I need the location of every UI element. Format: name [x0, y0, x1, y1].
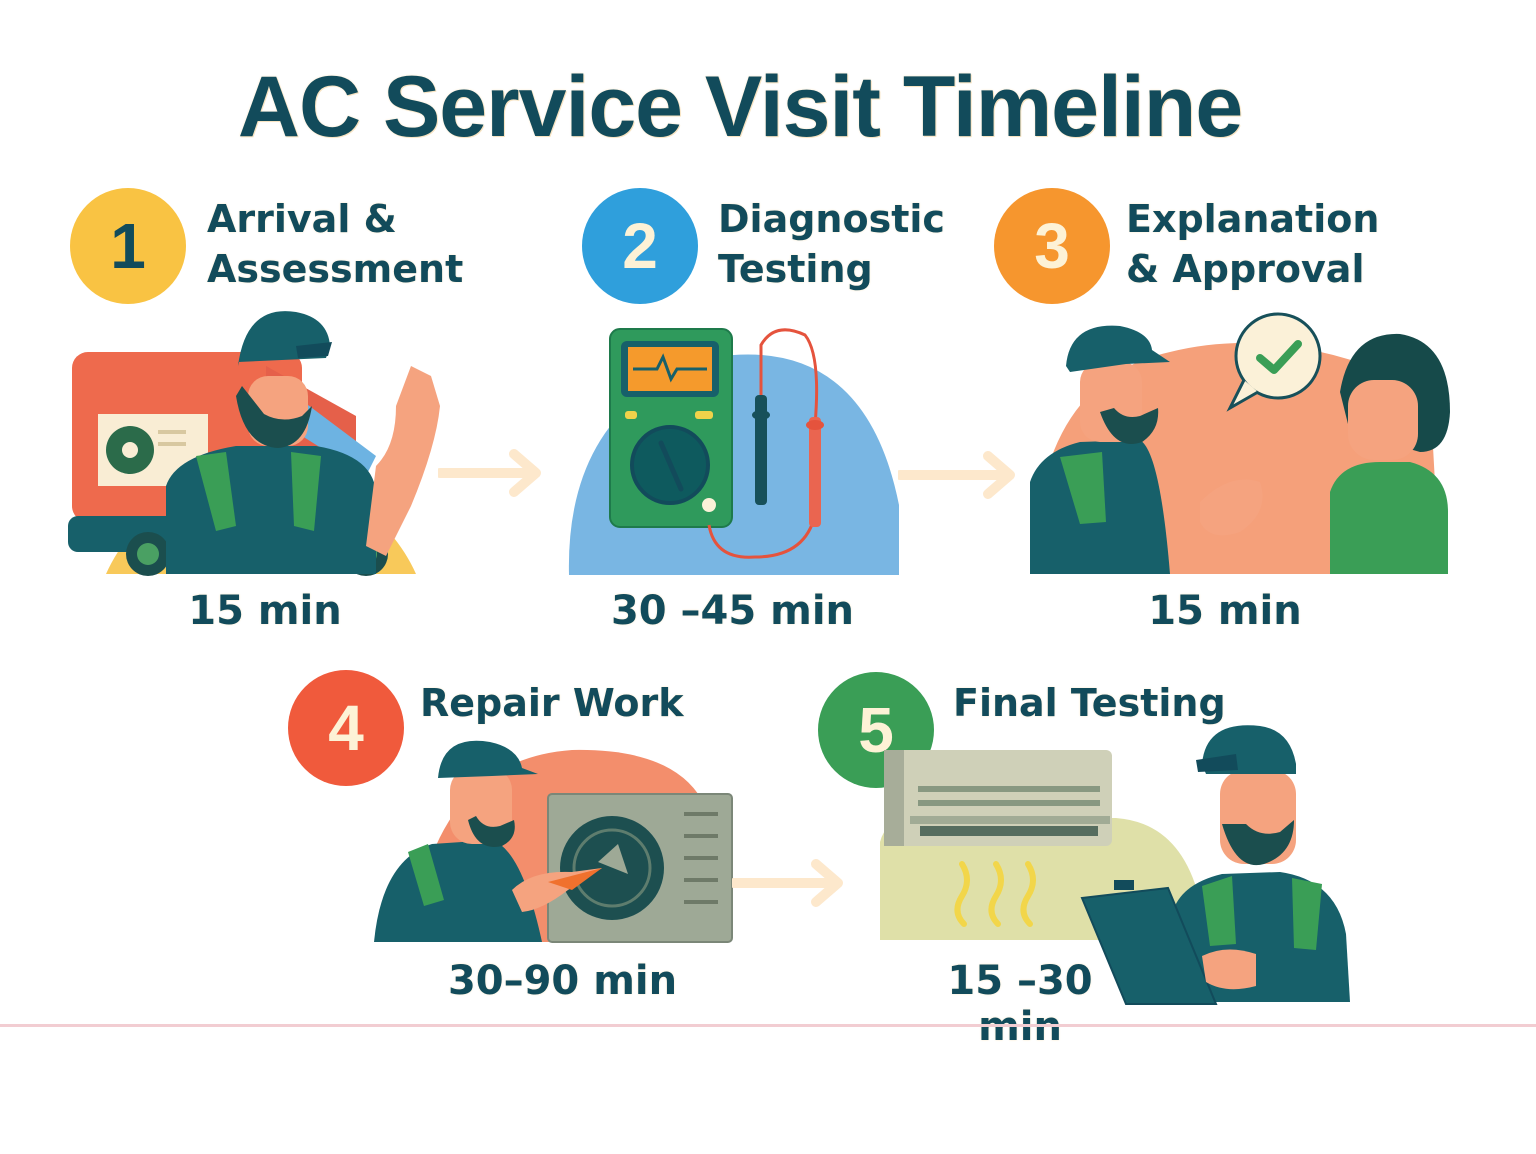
step-duration: 30 –45 min: [610, 588, 855, 634]
step-title: Repair Work: [420, 681, 684, 725]
technician-customer-illustration: [1030, 312, 1450, 574]
step-number-badge: 1: [70, 188, 186, 304]
arrow-right-icon: [732, 859, 843, 907]
step-number-badge: 3: [994, 188, 1110, 304]
technician-final-test-illustration: [880, 725, 1350, 1005]
multimeter-illustration: [568, 328, 899, 575]
page-title: AC Service Visit Timeline: [237, 59, 1243, 155]
step-title: Arrival & Assessment: [207, 197, 464, 291]
step-duration: 15 –30 min: [947, 958, 1093, 1050]
step-title: Final Testing: [953, 681, 1226, 725]
step-duration: 15 min: [188, 588, 342, 634]
step-number-badge: 2: [582, 188, 698, 304]
step-duration: 30–90 min: [447, 958, 678, 1004]
arrow-right-icon: [438, 449, 541, 497]
step-title: Diagnostic Testing: [718, 197, 945, 291]
technician-waving-illustration: [68, 311, 440, 576]
technician-repair-illustration: [374, 740, 733, 943]
step-duration: 15 min: [1148, 588, 1302, 634]
step-title: Explanation & Approval: [1126, 197, 1380, 291]
divider: [0, 1024, 1536, 1027]
step-number-badge: 4: [288, 670, 404, 786]
arrow-right-icon: [898, 451, 1015, 499]
